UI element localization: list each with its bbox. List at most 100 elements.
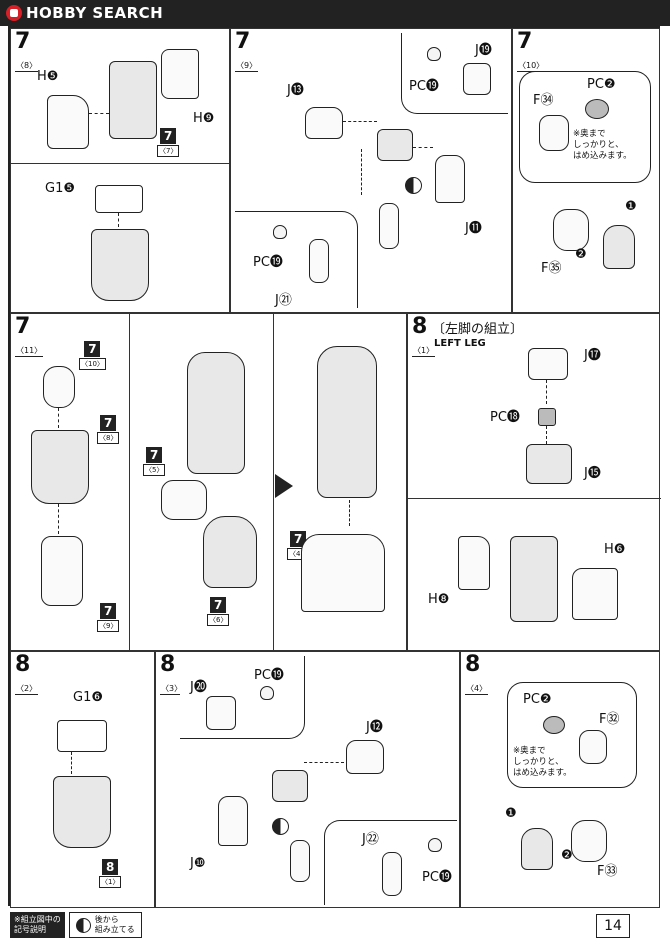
part-g15 — [95, 185, 143, 213]
divider-line — [11, 163, 231, 164]
part-pc19-cap — [260, 686, 274, 700]
part-ankle-joint — [521, 828, 553, 870]
assembly-arrow — [343, 121, 377, 122]
ref-step-8-1: 8 〈1〉 — [99, 859, 122, 888]
panel-step-7-10: 7 〈10〉 PC❷ F㉞ ※奥まで しっかりと、 はめ込みます。 F㉟ ❶ ❷ — [512, 28, 660, 313]
assembly-note: ※奥まで しっかりと、 はめ込みます。 — [573, 129, 632, 161]
legend-item-build-later: 後から 組み立てる — [68, 912, 142, 938]
part-label-j12: J⓬ — [366, 720, 383, 735]
legend-title: ※組立図中の 記号説明 — [10, 912, 65, 938]
divider-line — [408, 498, 661, 499]
part-label-j15: J⓯ — [584, 466, 601, 481]
assembly-note: ※奥まで しっかりと、 はめ込みます。 — [513, 746, 572, 778]
part-label-j22: J㉒ — [362, 832, 379, 847]
part-hip-body — [510, 536, 558, 622]
step-label: 7 〈9〉 — [235, 29, 259, 72]
step-label: 8 〈3〉 — [160, 652, 184, 695]
part-label-j13: J⓭ — [287, 83, 304, 98]
panel-step-7-8: 7 〈8〉 H❺ H❾ 7 〈7〉 G1❺ — [10, 28, 231, 313]
ref-step-7-5: 7 〈5〉 — [143, 447, 166, 476]
panel-step-8-2: 8 〈2〉 G1❻ 8 〈1〉 — [10, 651, 155, 908]
panel-step-7-9: 7 〈9〉 J⓳ PC⓳ J⓭ J⓫ PC⓳ J㉑ — [230, 28, 512, 313]
part-label-h8: H❽ — [428, 592, 450, 607]
rotation-marker-1: ❶ — [505, 806, 517, 821]
part-pc2 — [543, 716, 565, 734]
ref-step-7-9: 7 〈9〉 — [97, 603, 120, 632]
part-label-g15: G1❺ — [45, 181, 75, 196]
assembly-arrow — [118, 213, 119, 227]
part-j17 — [528, 348, 568, 380]
next-step-arrow-icon — [275, 474, 293, 498]
part-label-h5: H❺ — [37, 69, 59, 84]
part-ankle-assembly — [43, 366, 75, 408]
push-marker-2: ❷ — [561, 848, 573, 863]
part-j13 — [305, 107, 343, 139]
part-label-pc19: PC⓳ — [422, 870, 452, 885]
part-f33 — [571, 820, 607, 862]
part-calf-cover — [161, 480, 207, 520]
part-label-f33: F㉝ — [597, 864, 618, 879]
assembly-arrow — [89, 113, 109, 114]
part-hip-body — [109, 61, 157, 139]
step-label: 8 〈1〉 — [412, 314, 436, 357]
part-label-pc19: PC⓳ — [253, 255, 283, 270]
part-j11 — [435, 155, 465, 203]
push-marker-2: ❷ — [575, 247, 587, 262]
build-later-icon — [405, 177, 422, 194]
detail-bubble — [235, 211, 358, 308]
part-knee-link — [379, 203, 399, 249]
section-subtitle: LEFT LEG — [434, 338, 486, 349]
part-knee-block — [31, 430, 89, 504]
divider-line — [129, 314, 130, 652]
part-j12 — [346, 740, 384, 774]
part-label-j20: J⓴ — [190, 680, 207, 695]
legend-text: 後から 組み立てる — [94, 915, 135, 934]
part-label-h6: H❻ — [604, 542, 626, 557]
part-knee-joint-assembly — [41, 536, 83, 606]
part-h9 — [161, 49, 199, 99]
part-label-pc19: PC⓳ — [254, 668, 284, 683]
part-f34 — [539, 115, 569, 151]
part-h6 — [572, 568, 618, 620]
part-label-f35: F㉟ — [541, 261, 562, 276]
part-label-j10: J❿ — [190, 856, 206, 871]
symbol-legend: ※組立図中の 記号説明 後から 組み立てる — [10, 910, 142, 940]
part-knee-joint — [377, 129, 413, 161]
part-label-pc18: PC⓲ — [490, 410, 520, 425]
part-label-j21: J㉑ — [275, 293, 292, 308]
ref-step-7-6: 7 〈6〉 — [207, 597, 230, 626]
logo-icon — [6, 5, 22, 21]
part-shin-armor — [203, 516, 257, 588]
site-logo: HOBBY SEARCH — [6, 3, 163, 23]
assembly-arrow — [58, 408, 59, 428]
step-label: 8 〈2〉 — [15, 652, 39, 695]
part-pc19-cap — [428, 838, 442, 852]
part-j10 — [218, 796, 248, 846]
part-pc18 — [538, 408, 556, 426]
part-label-pc2: PC❷ — [523, 692, 552, 707]
part-label-h9: H❾ — [193, 111, 215, 126]
part-label-pc19: PC⓳ — [409, 79, 439, 94]
step-label: 7 〈8〉 — [15, 29, 39, 72]
panel-step-8-3: 8 〈3〉 J⓴ PC⓳ J⓬ J❿ J㉒ PC⓳ — [155, 651, 460, 908]
panel-step-7-11: 7 〈11〉 7 〈10〉 7 〈8〉 7 〈9〉 7 〈5〉 7 — [10, 313, 407, 652]
step-label: 7 〈11〉 — [15, 314, 44, 357]
divider-line — [273, 314, 274, 652]
assembly-arrow — [546, 380, 547, 404]
ref-step-7-10: 7 〈10〉 — [79, 341, 106, 370]
assembly-arrow — [349, 500, 350, 526]
step-label: 8 〈4〉 — [465, 652, 489, 695]
part-label-g16: G1❻ — [73, 690, 103, 705]
part-j19 — [463, 63, 491, 95]
part-knee-block — [91, 229, 149, 301]
part-pc2 — [585, 99, 609, 119]
step-label: 7 〈10〉 — [517, 29, 546, 72]
part-label-j11: J⓫ — [465, 221, 482, 236]
assembly-arrow — [304, 762, 344, 763]
part-pc19-cap — [273, 225, 287, 239]
part-g16 — [57, 720, 107, 752]
part-j21 — [309, 239, 329, 283]
part-h8 — [458, 536, 490, 590]
assembly-arrow — [413, 147, 433, 148]
part-label-pc2: PC❷ — [587, 77, 616, 92]
